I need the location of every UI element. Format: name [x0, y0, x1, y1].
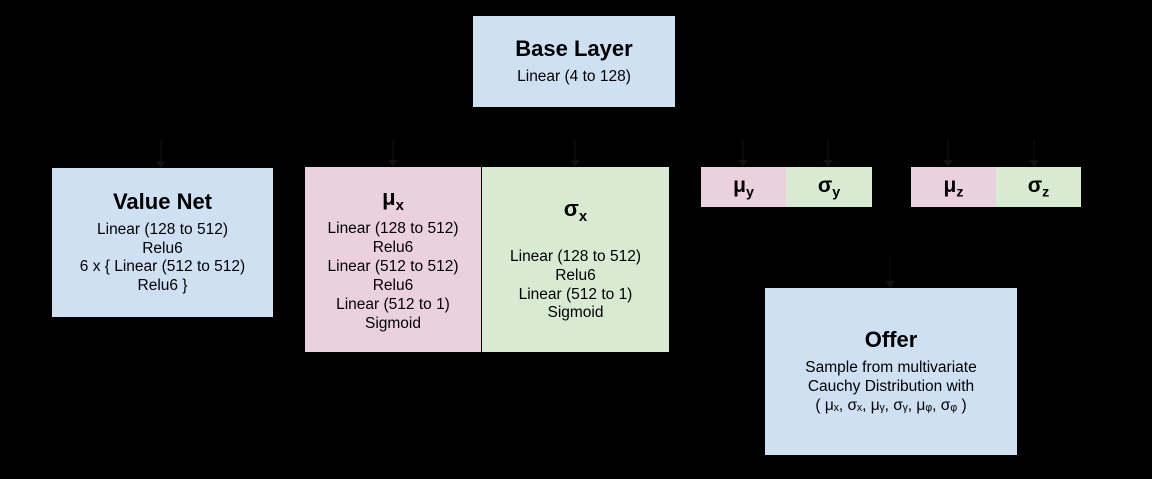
sigma-x-subscript: x: [578, 207, 588, 225]
sigma-z-subscript: z: [1042, 184, 1050, 201]
sigma-x-title: σx: [564, 196, 587, 226]
connector-to-offer: [889, 255, 891, 288]
value-net-line: Relu6 }: [137, 277, 188, 295]
mu-x-line: Relu6: [372, 239, 414, 257]
arrowhead-sigmay: [823, 160, 833, 167]
node-mu-y[interactable]: μy: [701, 167, 786, 207]
arrowhead-offer: [885, 281, 895, 288]
arrowhead-sigmax: [570, 160, 580, 167]
base-layer-title: Base Layer: [515, 36, 633, 62]
mu-y-title: μy: [733, 173, 754, 202]
node-sigma-x[interactable]: σx Linear (128 to 512) Relu6 Linear (512…: [482, 167, 669, 352]
value-net-line: Relu6: [142, 239, 183, 257]
mu-z-symbol: μ: [943, 173, 957, 197]
connector-base-to-valuenet: [160, 140, 162, 168]
offer-body: Sample from multivariate Cauchy Distribu…: [805, 359, 976, 416]
node-sigma-y[interactable]: σy: [786, 167, 872, 207]
mu-x-title: μx: [382, 185, 404, 215]
connector-base-to-sigmax: [574, 140, 576, 167]
sigma-x-line: Linear (512 to 1): [518, 285, 633, 303]
connector-base-to-mux: [392, 140, 394, 167]
base-layer-line: Linear (4 to 128): [517, 67, 631, 85]
connector-base-to-sigmay: [827, 140, 829, 167]
sigma-x-line: Linear (128 to 512): [510, 247, 641, 265]
connector-base-to-muz: [947, 140, 949, 167]
node-value-net[interactable]: Value Net Linear (128 to 512) Relu6 6 x …: [52, 168, 273, 317]
offer-line: Sample from multivariate: [805, 359, 977, 377]
arrowhead-mux: [388, 160, 398, 167]
offer-line: ( μₓ, σₓ, μᵧ, σᵧ, μᵩ, σᵩ ): [815, 396, 967, 414]
connector-base-to-sigmaz: [1033, 140, 1035, 167]
arrowhead-valuenet: [156, 161, 166, 168]
sigma-x-symbol: σ: [563, 195, 579, 221]
node-sigma-z[interactable]: σz: [996, 167, 1081, 207]
arrowhead-muz: [943, 160, 953, 167]
sigma-x-line: Sigmoid: [547, 304, 604, 322]
node-mu-x[interactable]: μx Linear (128 to 512) Relu6 Linear (512…: [305, 167, 481, 352]
base-layer-body: Linear (4 to 128): [517, 68, 631, 87]
sigma-z-symbol: σ: [1027, 173, 1043, 197]
mu-z-title: μz: [944, 173, 964, 202]
mu-x-line: Linear (128 to 512): [327, 220, 459, 238]
sigma-y-subscript: y: [832, 184, 841, 201]
sigma-y-symbol: σ: [817, 173, 833, 197]
offer-title: Offer: [864, 327, 918, 353]
mu-x-line: Linear (512 to 512): [327, 258, 459, 276]
sigma-x-body: Linear (128 to 512) Relu6 Linear (512 to…: [510, 248, 641, 324]
mu-x-line: Linear (512 to 1): [336, 295, 450, 313]
offer-line: Cauchy Distribution with: [807, 377, 975, 395]
arrowhead-sigmaz: [1029, 160, 1039, 167]
value-net-title: Value Net: [112, 188, 213, 214]
mu-x-line: Relu6: [372, 277, 414, 294]
mu-x-line: Sigmoid: [364, 314, 421, 332]
arrowhead-muy: [738, 160, 748, 167]
connector-base-to-muy: [742, 140, 744, 167]
mu-x-subscript: x: [395, 197, 404, 215]
value-net-line: 6 x { Linear (512 to 512): [79, 258, 246, 276]
sigma-x-line: Relu6: [555, 266, 596, 284]
value-net-line: Linear (128 to 512): [97, 220, 228, 238]
value-net-body: Linear (128 to 512) Relu6 6 x { Linear (…: [80, 221, 245, 297]
sigma-z-title: σz: [1028, 173, 1050, 202]
node-mu-z[interactable]: μz: [911, 167, 996, 207]
mu-y-symbol: μ: [733, 173, 746, 197]
mu-x-body: Linear (128 to 512) Relu6 Linear (512 to…: [328, 220, 459, 333]
node-offer[interactable]: Offer Sample from multivariate Cauchy Di…: [765, 288, 1017, 455]
mu-z-subscript: z: [956, 184, 964, 201]
mu-x-symbol: μ: [382, 185, 396, 211]
node-base-layer[interactable]: Base Layer Linear (4 to 128): [473, 16, 675, 107]
mu-y-subscript: y: [745, 184, 754, 201]
sigma-y-title: σy: [818, 173, 840, 202]
